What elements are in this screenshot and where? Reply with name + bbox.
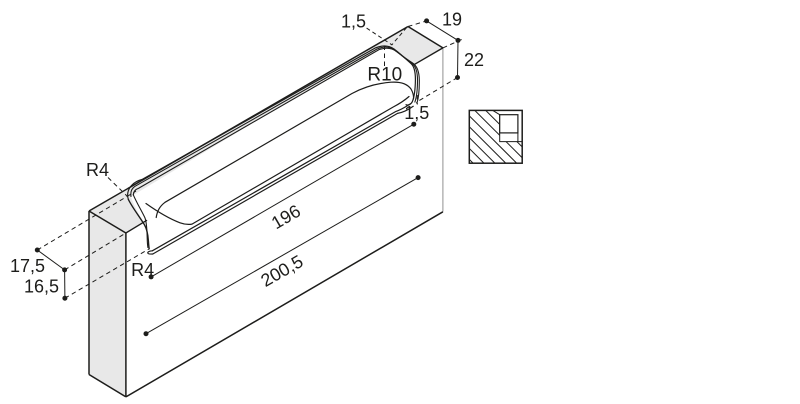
svg-text:R4: R4 <box>86 160 109 180</box>
svg-text:22: 22 <box>464 50 484 70</box>
svg-text:1,5: 1,5 <box>404 103 429 123</box>
svg-text:R10: R10 <box>367 64 402 85</box>
svg-text:19: 19 <box>442 9 462 29</box>
svg-text:17,5: 17,5 <box>10 256 45 276</box>
svg-text:R4: R4 <box>131 260 154 280</box>
svg-text:1,5: 1,5 <box>341 12 366 32</box>
svg-text:16,5: 16,5 <box>24 277 59 297</box>
